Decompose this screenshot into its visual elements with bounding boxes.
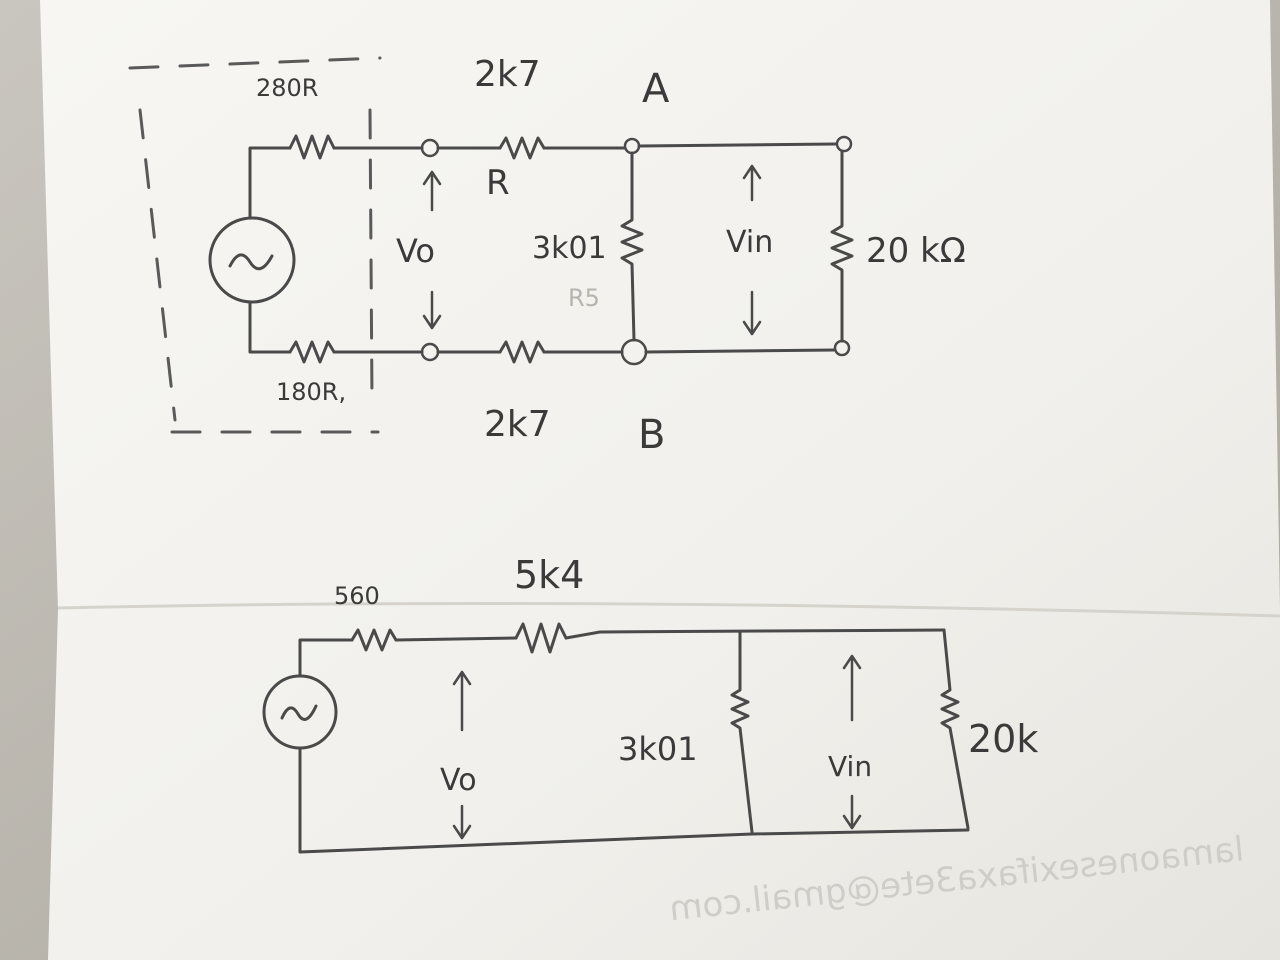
label-vo-1: Vo [396, 232, 435, 270]
vo2-arrow-down [452, 804, 472, 840]
label-r-load-2: 20k [968, 717, 1038, 761]
label-r-source-top: 280R [256, 74, 318, 102]
wire-bottom-left [248, 300, 292, 354]
wire2-top-mid [394, 636, 518, 642]
label-r-source-bottom: 180R, [276, 378, 346, 406]
wire2-bottom [298, 746, 970, 854]
label-r-series-top: 2k7 [474, 54, 541, 95]
vo-arrow-down [422, 290, 442, 330]
label-vin-1: Vin [726, 225, 773, 260]
source-box-left-dash [138, 108, 177, 422]
source-box-top-dash [128, 56, 382, 70]
label-vin-2: Vin [828, 750, 872, 783]
resistor-180r [288, 340, 336, 364]
wire2-top-right [564, 628, 946, 640]
circuit-1: 280R 2k7 A R Vo 3k01 R5 Vin 20 kΩ 180R, … [128, 54, 966, 458]
resistor-20k-load [830, 149, 854, 343]
ac-source-1 [208, 216, 296, 304]
label-r-shunt-1: 3k01 [532, 231, 607, 266]
vin-arrow-up [742, 164, 762, 202]
vin-arrow-down [742, 290, 762, 336]
terminal-load-top [835, 135, 853, 153]
vin2-arrow-up [842, 654, 862, 722]
label-r-source-2: 560 [334, 582, 380, 610]
resistor-3k01-shunt [620, 151, 644, 342]
wire-b-to-load [644, 348, 836, 354]
resistor-20k-load-2 [940, 628, 970, 830]
label-r5-faint: R5 [568, 284, 600, 312]
vin2-arrow-down [842, 794, 862, 830]
label-node-b: B [638, 412, 665, 458]
label-r-symbol: R [486, 163, 510, 203]
vo2-arrow-up [452, 670, 472, 732]
wire-a-to-load [637, 142, 838, 148]
resistor-560 [350, 628, 398, 652]
paper-sheet [40, 0, 1280, 960]
label-vo-2: Vo [440, 763, 477, 798]
resistor-3k01-shunt-2 [730, 630, 754, 834]
label-r-shunt-2: 3k01 [618, 730, 698, 768]
label-r-load-1: 20 kΩ [866, 231, 966, 271]
vo-arrow-up [422, 170, 442, 212]
resistor-280r [288, 134, 336, 160]
label-r-series-2: 5k4 [514, 553, 584, 597]
resistor-5k4 [514, 622, 568, 654]
wire-top-left [248, 146, 292, 220]
circuit-2: 560 5k4 Vo 3k01 Vin 20k [262, 553, 1038, 854]
resistor-2k7-bottom [498, 340, 546, 364]
resistor-2k7-top [498, 136, 546, 160]
wire2-top-left [298, 638, 354, 678]
paper-fold [57, 602, 1280, 618]
label-r-series-bottom: 2k7 [484, 404, 551, 445]
label-node-a: A [642, 66, 670, 112]
